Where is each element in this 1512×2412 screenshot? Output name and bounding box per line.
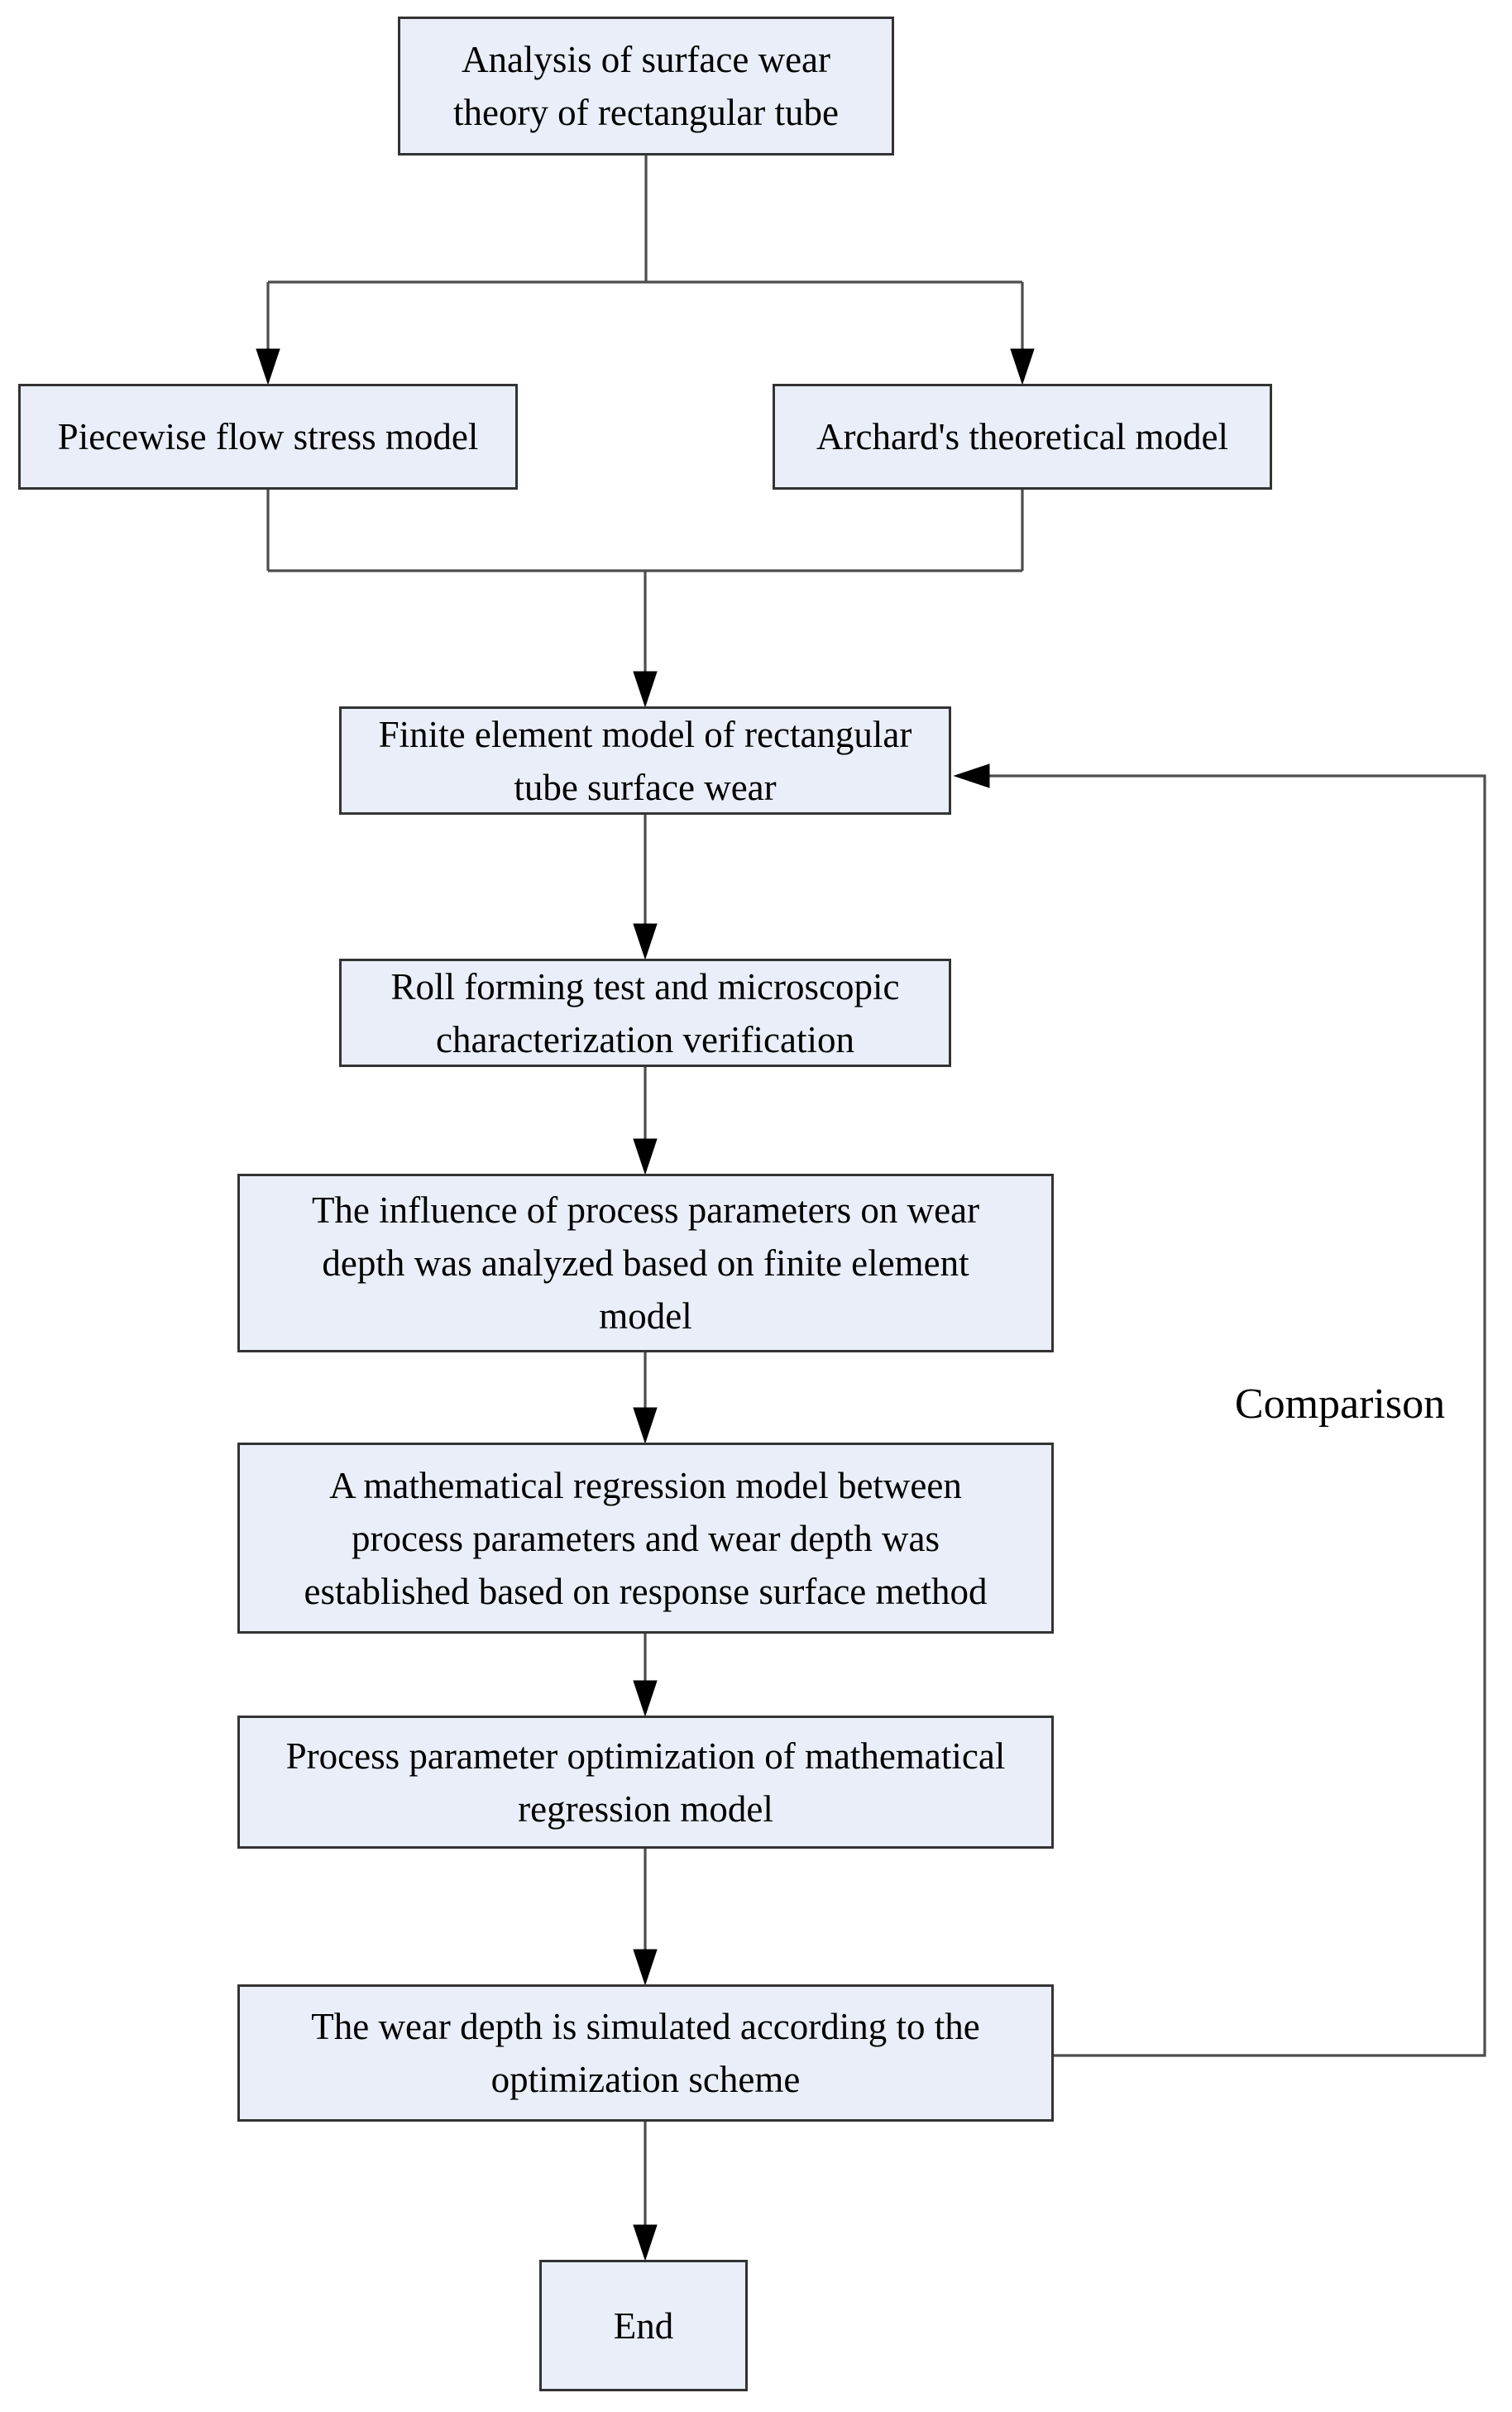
edge-arrow-regression-to-optimization <box>633 1634 658 1717</box>
node-process-parameters-influence: The influence of process parameters on w… <box>237 1174 1054 1352</box>
edge-arrow-to-archard <box>1010 282 1035 385</box>
node-finite-element-model: Finite element model of rectangular tube… <box>339 706 951 815</box>
node-archard-theoretical-model: Archard's theoretical model <box>773 384 1272 490</box>
edge-arrow-influence-to-regression <box>633 1352 658 1444</box>
edge-arrow-simulation-to-end <box>633 2122 658 2261</box>
edge-arrow-to-piecewise <box>256 282 280 385</box>
node-piecewise-flow-stress-model: Piecewise flow stress model <box>18 384 518 490</box>
node-wear-depth-simulation: The wear depth is simulated according to… <box>237 1984 1054 2122</box>
node-roll-forming-test-verification: Roll forming test and microscopic charac… <box>339 959 951 1067</box>
node-analysis-surface-wear-theory: Analysis of surface wear theory of recta… <box>398 17 894 156</box>
edge-arrow-to-fem <box>633 571 658 708</box>
edge-label-comparison: Comparison <box>1234 1381 1446 1428</box>
node-end: End <box>539 2260 748 2391</box>
edge-arrow-rolltest-to-influence <box>633 1067 658 1175</box>
edge-arrow-fem-to-rolltest <box>633 815 658 960</box>
edge-comparison-feedback-loop <box>953 763 1486 2057</box>
edge-arrow-optimization-to-simulation <box>633 1849 658 1986</box>
node-process-parameter-optimization: Process parameter optimization of mathem… <box>237 1716 1054 1849</box>
node-mathematical-regression-model: A mathematical regression model between … <box>237 1443 1054 1634</box>
